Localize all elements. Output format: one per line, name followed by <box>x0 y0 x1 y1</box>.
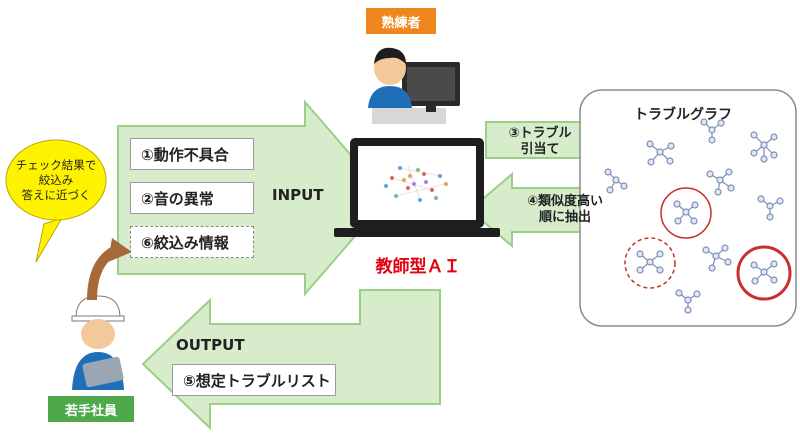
speech-bubble <box>5 139 107 263</box>
output-label: OUTPUT <box>176 336 245 354</box>
expert-tag: 熟練者 <box>366 8 436 34</box>
matched-node-circle <box>736 245 792 301</box>
ai-label: 教師型ＡＩ <box>375 257 461 277</box>
output-item-label: ⑤想定トラブルリスト <box>183 371 331 390</box>
junior-tag: 若手社員 <box>48 396 134 422</box>
extract-arrow-text: ④類似度高い 順に抽出 <box>512 194 618 226</box>
bubble-line-3: 答えに近づく <box>21 188 91 202</box>
candidate-node-circle <box>624 237 676 289</box>
laptop-icon <box>334 138 500 237</box>
junior-tag-label: 若手社員 <box>64 403 117 419</box>
input-item-refine-info: ⑥絞込み情報 <box>130 226 254 258</box>
similar-node-circle <box>660 187 712 239</box>
input-item-operation-fault: ①動作不具合 <box>130 138 254 170</box>
assign-line-2: 引当て <box>520 142 560 157</box>
assign-line-1: ③トラブル <box>508 126 572 141</box>
input-label: INPUT <box>272 186 324 204</box>
expert-tag-label: 熟練者 <box>381 15 421 31</box>
curved-arrow-head <box>108 238 132 262</box>
input-item-abnormal-sound: ②音の異常 <box>130 182 254 214</box>
junior-person-icon <box>71 295 125 390</box>
assign-arrow-text: ③トラブル 引当て <box>492 126 588 158</box>
bubble-text: チェック結果で 絞込み 答えに近づく <box>10 158 102 203</box>
extract-line-2: 順に抽出 <box>538 210 591 225</box>
output-item-trouble-list: ⑤想定トラブルリスト <box>172 364 336 396</box>
graph-network-icon <box>604 118 784 314</box>
bubble-line-1: チェック結果で <box>15 158 97 172</box>
input-item-label: ⑥絞込み情報 <box>141 233 229 252</box>
extract-line-1: ④類似度高い <box>526 194 603 209</box>
ai-network-icon <box>383 165 449 203</box>
output-arrow <box>141 289 441 431</box>
bubble-line-2: 絞込み <box>38 173 74 187</box>
expert-person-icon <box>368 47 460 124</box>
graph-title: トラブルグラフ <box>634 107 732 123</box>
input-item-label: ②音の異常 <box>141 189 214 208</box>
trouble-graph-panel <box>579 89 797 327</box>
input-item-label: ①動作不具合 <box>141 145 229 164</box>
